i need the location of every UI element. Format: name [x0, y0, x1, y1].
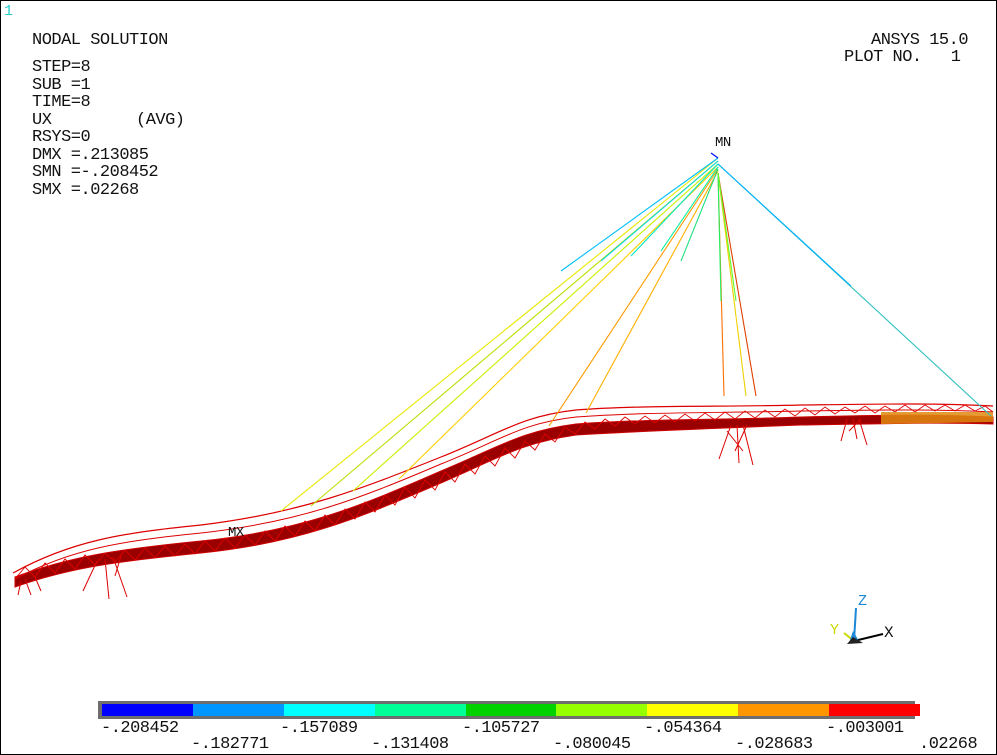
cable-9: [717, 172, 757, 397]
legend-tick: -.054364: [644, 719, 722, 738]
deck-body: [14, 414, 994, 588]
legend-swatch: [647, 704, 739, 716]
product-version: ANSYS 15.0: [871, 31, 969, 50]
pier-right: [718, 424, 754, 466]
time-label: TIME=8: [32, 93, 91, 112]
pier-far: [840, 418, 868, 446]
legend-swatch: [102, 704, 193, 716]
legend-tick: -.208452: [101, 719, 179, 738]
legend-swatches: [102, 704, 921, 716]
deck-end-orange: [881, 412, 993, 424]
cable-8: [717, 172, 747, 397]
sub-label: SUB =1: [32, 75, 91, 95]
avg-label: (AVG): [136, 110, 185, 130]
coordinate-triad: [843, 607, 884, 644]
cable-3: [352, 163, 719, 492]
plot-number: PLOT NO. 1: [844, 48, 961, 67]
x-axis-label: X: [884, 624, 894, 642]
step-label: STEP=8: [32, 58, 91, 77]
cable-6: [585, 170, 719, 414]
legend-tick: .02268: [919, 735, 978, 754]
smn-label: SMN =-.208452: [32, 163, 159, 182]
rsys-label: RSYS=0: [32, 128, 91, 147]
truss-web: [14, 404, 994, 580]
legend-tick: -.105727: [462, 719, 540, 738]
smx-label: SMX =.02268: [32, 180, 139, 200]
legend-tick: -.182771: [191, 735, 269, 754]
legend-swatch: [465, 704, 557, 716]
legend-tick: -.080045: [553, 735, 631, 754]
max-marker: MX: [228, 525, 244, 541]
dmx-label: DMX =.213085: [32, 145, 149, 165]
legend-tick: -.157089: [280, 719, 358, 738]
z-axis-label: Z: [858, 593, 867, 610]
contour-legend: [98, 701, 921, 719]
legend-tick: -.028683: [735, 735, 813, 754]
cable-4: [398, 166, 719, 480]
cable-gradients: [560, 152, 852, 302]
component-label: UX: [32, 110, 52, 130]
cable-1: [280, 157, 719, 512]
min-marker: MN: [715, 135, 731, 151]
legend-swatch: [374, 704, 466, 716]
truss-top: [12, 403, 994, 574]
legend-tick: -.131408: [371, 735, 449, 754]
legend-swatch: [829, 704, 921, 716]
y-axis-label: Y: [830, 622, 839, 639]
window-number: 1: [4, 3, 14, 20]
legend-swatch: [556, 704, 648, 716]
component-row: UX (AVG): [32, 110, 185, 130]
cables: [280, 157, 992, 512]
pier-left: [17, 555, 128, 600]
plot-title: NODAL SOLUTION: [32, 31, 168, 50]
legend-tick: -.003001: [826, 719, 904, 738]
legend-swatch: [283, 704, 375, 716]
solution-info: STEP=8 SUB =1 TIME=8 UX (AVG) RSYS=0 DMX …: [32, 58, 185, 200]
legend-swatch: [192, 704, 284, 716]
cable-5: [548, 168, 719, 427]
legend-swatch: [738, 704, 830, 716]
